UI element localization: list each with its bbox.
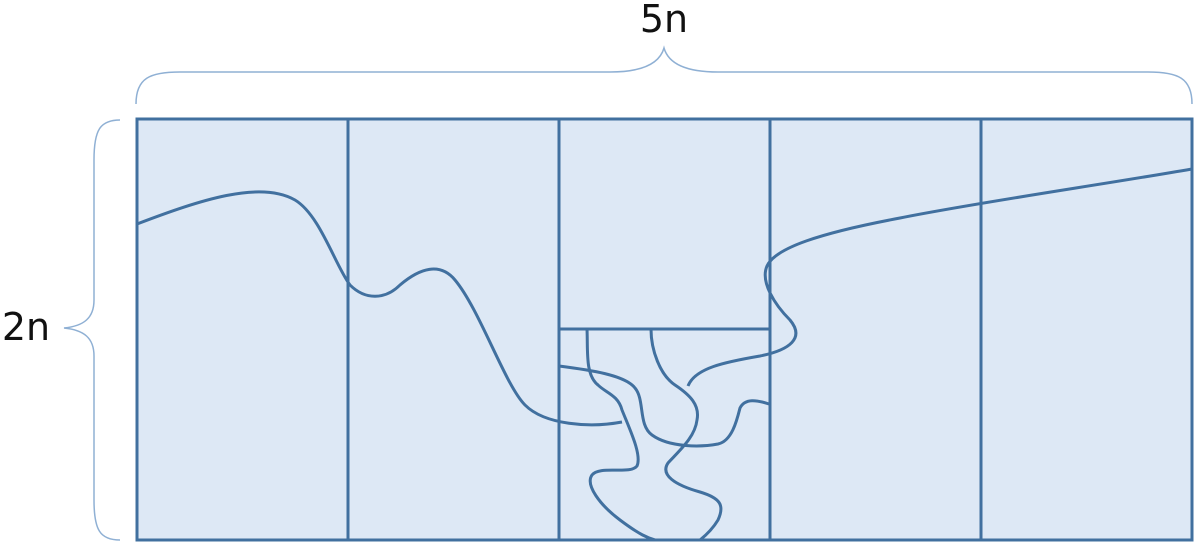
height-brace [63,119,121,541]
width-brace [135,45,1193,105]
inner-curve-1 [585,328,656,542]
width-label: 5n [640,0,688,41]
height-label: 2n [2,305,50,349]
inner-curve-2 [558,364,770,448]
inner-curve-3 [649,328,723,542]
main-curve [136,190,623,427]
right-curve [686,167,1193,387]
